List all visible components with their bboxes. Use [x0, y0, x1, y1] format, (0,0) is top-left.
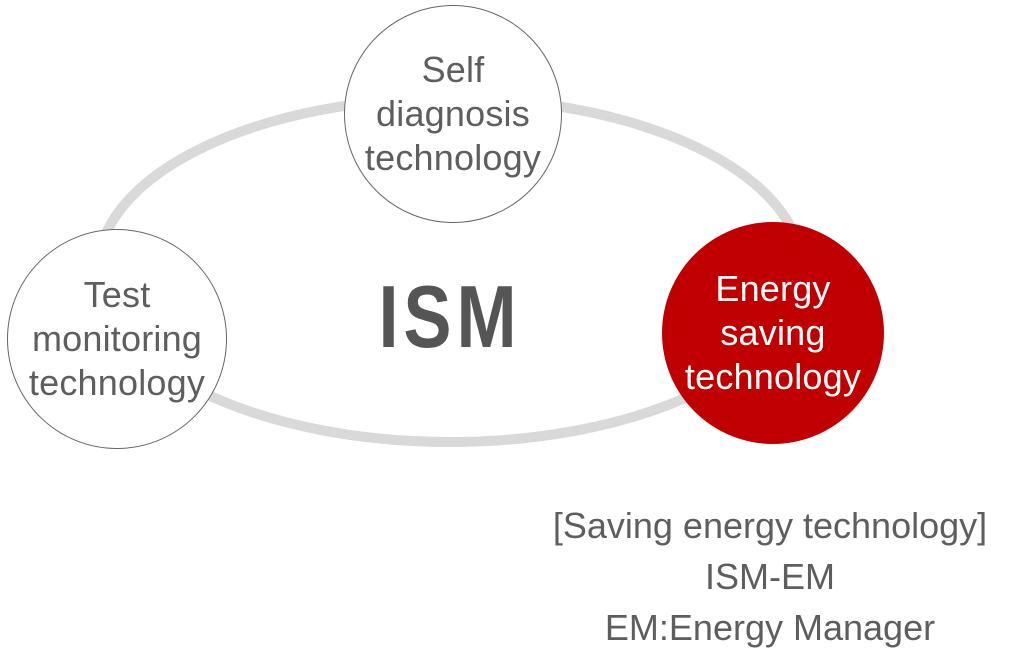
self-diagnosis-label: Self diagnosis technology: [365, 48, 541, 180]
energy-manager-note: [Saving energy technology] ISM-EM EM:Ene…: [500, 500, 1024, 653]
self-diagnosis-node: Self diagnosis technology: [344, 5, 562, 223]
energy-saving-line-3: technology: [684, 356, 862, 397]
test-monitoring-line-1: Test: [83, 274, 151, 315]
self-diagnosis-line-2: diagnosis: [376, 93, 530, 134]
test-monitoring-line-2: monitoring: [31, 318, 203, 359]
energy-saving-node: Energy saving technology: [662, 222, 884, 444]
test-monitoring-label: Test monitoring technology: [29, 273, 205, 405]
note-line-3: EM:Energy Manager: [604, 607, 936, 648]
energy-saving-line-2: saving: [720, 312, 826, 353]
test-monitoring-node: Test monitoring technology: [7, 229, 227, 449]
test-monitoring-line-3: technology: [28, 362, 206, 403]
self-diagnosis-line-3: technology: [364, 137, 542, 178]
note-line-1: [Saving energy technology]: [552, 505, 988, 546]
center-label: ISM: [378, 267, 522, 366]
energy-saving-label: Energy saving technology: [685, 267, 861, 399]
energy-saving-line-1: Energy: [715, 268, 831, 309]
note-line-2: ISM-EM: [705, 556, 835, 597]
self-diagnosis-line-1: Self: [421, 49, 485, 90]
